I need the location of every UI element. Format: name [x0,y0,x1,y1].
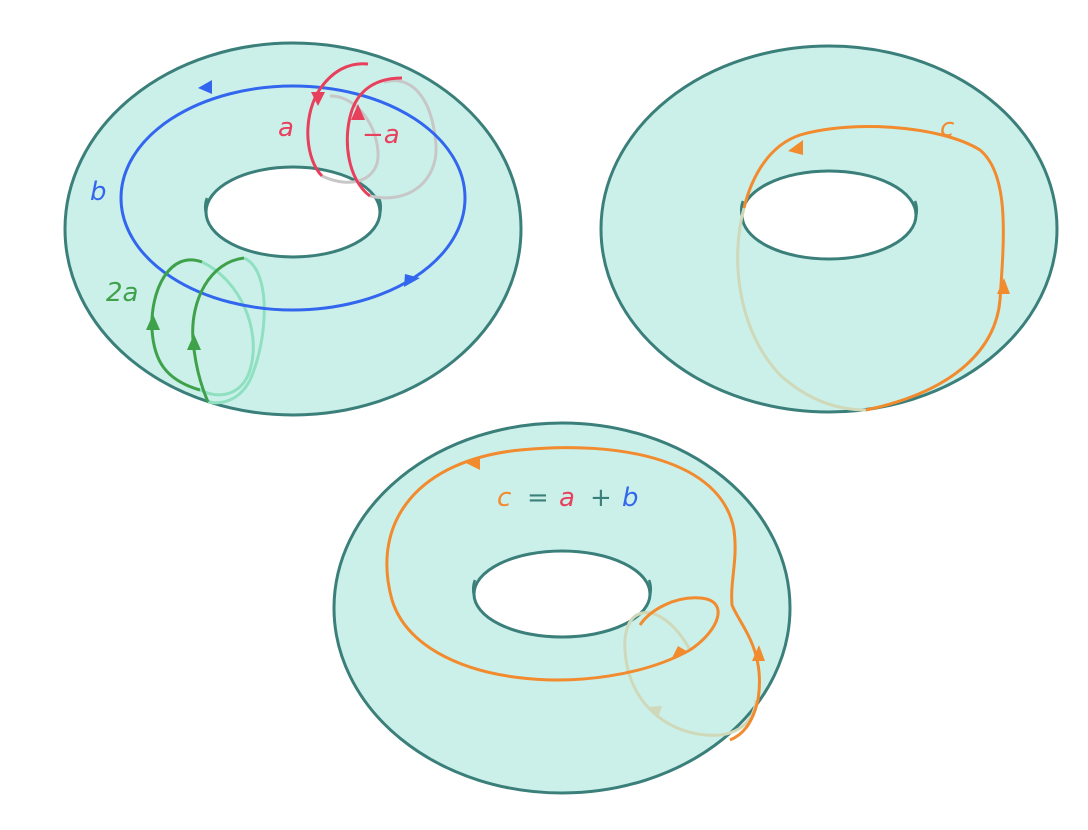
curve-sum-arrow-right [752,645,765,661]
curve-a-hidden [321,94,380,184]
torus-bottom-hole-lip [471,579,653,597]
equation-plus: + [590,483,612,513]
curve-b [119,84,467,312]
curve-sum-arrow-inner [672,646,688,658]
torus-bottom-hole [472,549,652,639]
curve-2a-arrow-2 [187,334,201,350]
curve-sum-arrow-top [466,456,480,470]
label-b: b [90,177,107,207]
curve-2a-arrow-1 [146,314,160,330]
torus-left-hole-lip [203,197,383,215]
label-neg-a: −a [362,120,400,150]
equation-b: b [622,483,639,513]
curve-neg-a [345,76,403,198]
torus-bottom: c = a + b [332,421,792,795]
curve-b-arrow-bottom [404,274,420,287]
torus-left: a −a b 2a [63,41,523,417]
label-2a: 2a [106,278,138,308]
equation-a: a [559,483,575,513]
curve-c [742,125,1005,412]
curve-sum-inner-loop [638,596,720,652]
curve-sum [385,446,761,742]
equation-eq: = [527,483,549,513]
curve-b-arrow-top [198,80,212,94]
torus-right-hole [740,169,918,261]
curve-2a-hidden-1 [199,260,255,397]
curve-c-arrow-top [788,140,803,155]
curve-a-arrow [311,92,325,106]
curve-neg-a-arrow [351,104,365,120]
label-c: c [940,113,954,143]
curve-c-hidden [736,207,867,412]
curve-neg-a-hidden [369,79,438,200]
label-a: a [278,113,294,143]
curve-sum-hidden-arrow [648,706,662,718]
equation-label: c = a + b [497,483,639,513]
curve-2a-hidden-2 [207,256,266,405]
equation-c: c [497,483,511,513]
torus-right: c [599,44,1059,414]
curve-c-arrow-right [997,278,1010,294]
